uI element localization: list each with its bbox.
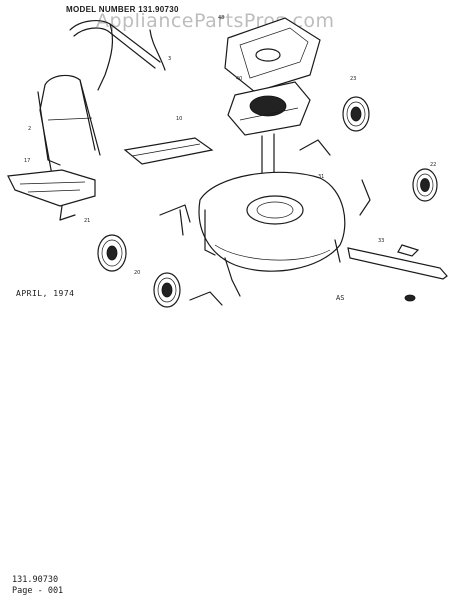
svg-text:20: 20 [134, 270, 140, 276]
model-number-title: MODEL NUMBER 131.90730 [66, 5, 179, 14]
wheel-rear-right[interactable] [342, 96, 370, 132]
mower-deck[interactable] [198, 171, 346, 272]
wheel-front-right[interactable] [412, 168, 438, 202]
svg-text:2: 2 [28, 126, 31, 132]
svg-text:17: 17 [24, 158, 30, 164]
svg-text:33: 33 [378, 238, 384, 244]
section-code: AS [336, 294, 345, 302]
height-adjusters[interactable] [159, 139, 371, 306]
svg-text:31: 31 [318, 174, 324, 180]
svg-text:22: 22 [430, 162, 436, 168]
svg-text:23: 23 [350, 76, 356, 82]
svg-text:21: 21 [84, 218, 90, 224]
blade[interactable] [347, 244, 448, 302]
handle-lower[interactable] [37, 74, 101, 176]
grass-bag[interactable] [7, 169, 96, 221]
footer-page: Page - 001 [12, 586, 64, 596]
engine-assembly[interactable] [224, 17, 321, 179]
wheel-rear-left[interactable] [97, 234, 127, 272]
svg-text:48: 48 [218, 15, 224, 21]
wheel-front-left[interactable] [153, 272, 181, 308]
svg-text:40: 40 [236, 76, 242, 82]
handle-upper[interactable] [69, 20, 166, 91]
footer-model: 131.90730 [12, 575, 59, 585]
svg-text:3: 3 [168, 56, 171, 62]
deflector-plate[interactable] [123, 137, 214, 165]
callout-labels: 48 2 3 17 31 23 22 21 20 33 10 40 [24, 15, 436, 276]
svg-text:10: 10 [176, 116, 182, 122]
revision-date: APRIL, 1974 [16, 289, 75, 298]
